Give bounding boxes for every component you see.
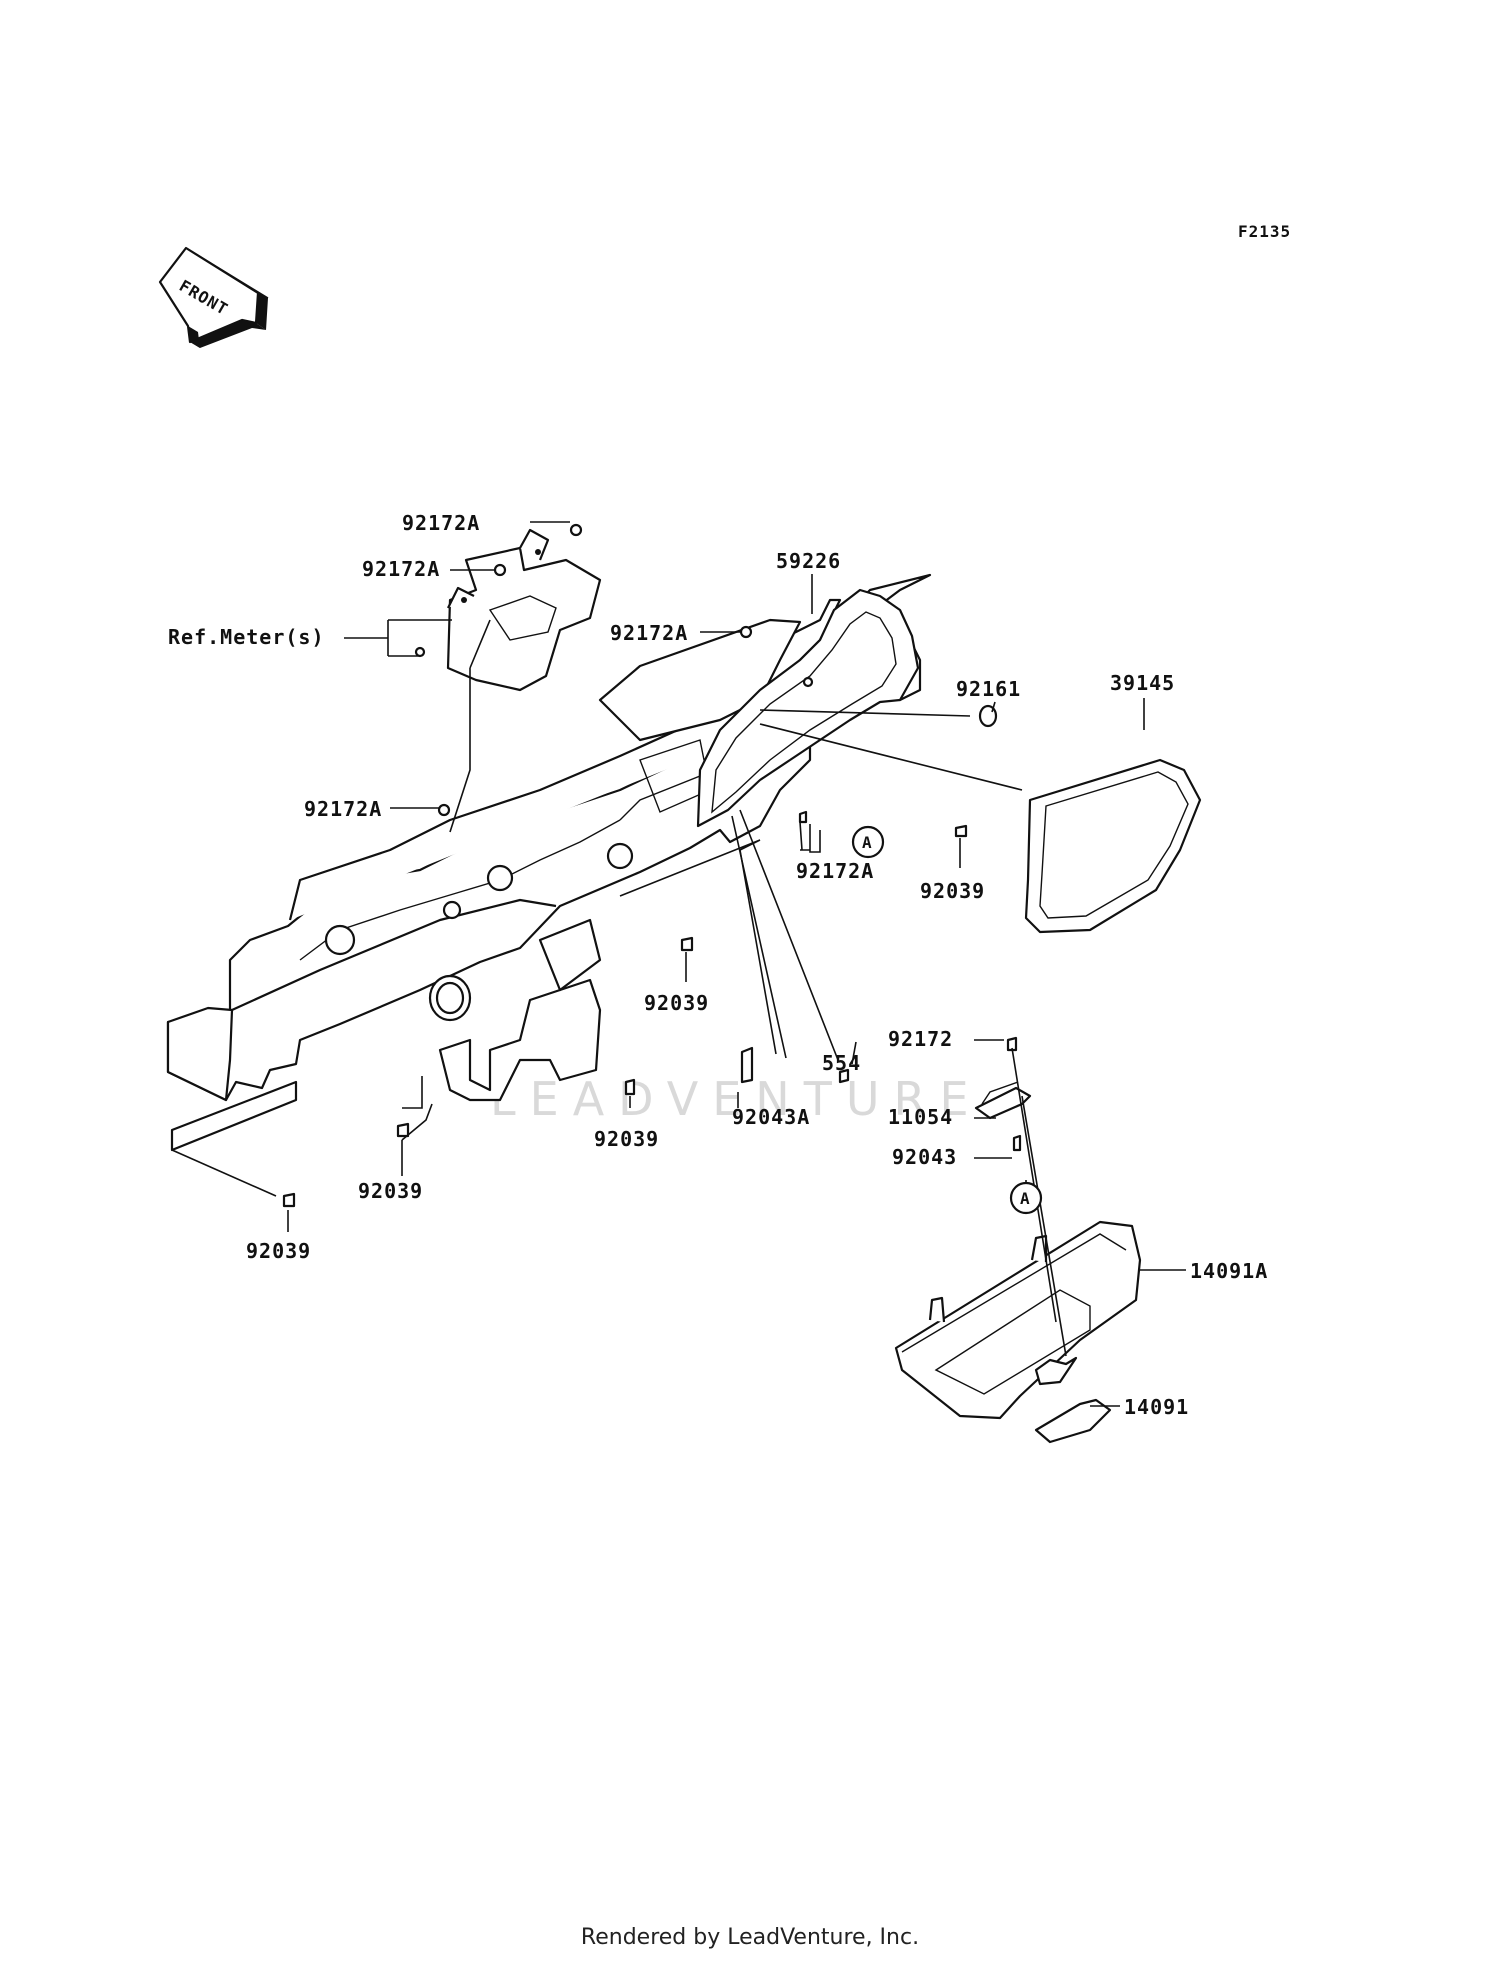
callouts: 92172A 92172A 92172A 59226 92161 39145 9… — [246, 511, 1268, 1419]
callout-14091: 14091 — [1124, 1395, 1189, 1419]
callout-92039-bottom: 92039 — [246, 1239, 311, 1263]
dash-panel — [166, 573, 932, 1152]
diagram-code: F2135 — [1238, 222, 1291, 241]
ref-mark-a-lower-label: A — [1020, 1189, 1031, 1208]
callout-92172a-top: 92172A — [402, 511, 480, 535]
callout-92039-right: 92039 — [920, 879, 985, 903]
callout-14091a: 14091A — [1190, 1259, 1268, 1283]
leader-lines — [171, 521, 1186, 1407]
latch-part — [1034, 1398, 1112, 1444]
callout-92039-lowmid: 92039 — [594, 1127, 659, 1151]
ref-mark-a-lower — [1009, 1181, 1043, 1215]
glovebox-gasket — [1024, 758, 1202, 934]
ref-mark-a-upper — [851, 825, 885, 859]
callout-39145: 39145 — [1110, 671, 1175, 695]
callout-92172a-center: 92172A — [796, 859, 874, 883]
watermark-text: LEADVENTURE — [490, 1072, 983, 1126]
callout-554: 554 — [822, 1051, 861, 1075]
fasteners — [282, 523, 1022, 1208]
reference-label: Ref.Meter(s) — [168, 625, 325, 649]
callout-92039-mid: 92039 — [644, 991, 709, 1015]
callout-92039-left: 92039 — [358, 1179, 423, 1203]
callout-92172a-bracket: 92172A — [362, 557, 440, 581]
ref-mark-a-upper-label: A — [862, 833, 873, 852]
footer-credit: Rendered by LeadVenture, Inc. — [580, 1925, 920, 1950]
glovebox-lid — [894, 1220, 1142, 1420]
callout-92172a-right: 92172A — [610, 621, 688, 645]
glovebox-frame — [696, 588, 920, 828]
latch-plate — [974, 1081, 1032, 1120]
callout-92172: 92172 — [888, 1027, 953, 1051]
callout-92043: 92043 — [892, 1145, 957, 1169]
front-arrow-icon: FRONT — [158, 246, 269, 348]
callout-92043a: 92043A — [732, 1105, 810, 1129]
callout-92161: 92161 — [956, 677, 1021, 701]
callout-11054: 11054 — [888, 1105, 953, 1129]
meter-bracket — [446, 528, 602, 692]
callout-92172a-left: 92172A — [304, 797, 382, 821]
callout-59226: 59226 — [776, 549, 841, 573]
